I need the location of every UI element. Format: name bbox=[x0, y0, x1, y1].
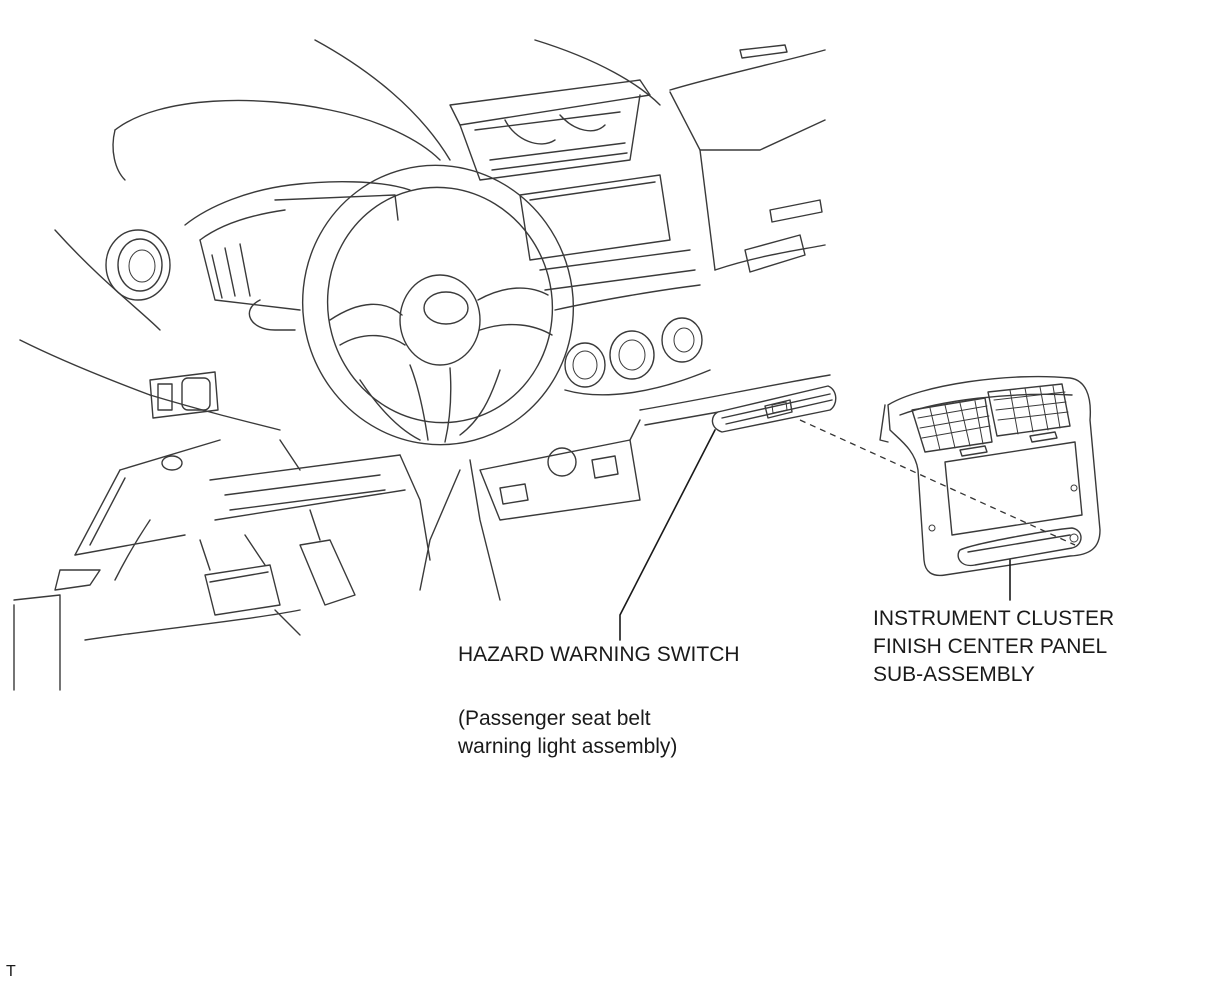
figure-code: T bbox=[6, 963, 16, 980]
center-panel-label-line-3: SUB-ASSEMBLY bbox=[873, 663, 1035, 686]
center-panel-label: INSTRUMENT CLUSTER FINISH CENTER PANEL S… bbox=[873, 605, 1114, 689]
hazard-switch-leader-line bbox=[619, 429, 716, 641]
dashboard-outline bbox=[19, 39, 831, 431]
center-air-vent bbox=[449, 79, 651, 181]
passenger-seat-belt-note: (Passenger seat belt warning light assem… bbox=[458, 705, 677, 761]
center-panel-label-line-1: INSTRUMENT CLUSTER bbox=[873, 607, 1115, 630]
mirror-switch bbox=[149, 371, 219, 419]
hazard-warning-switch-label: HAZARD WARNING SWITCH bbox=[458, 643, 740, 666]
passenger-note-line-1: (Passenger seat belt bbox=[458, 707, 651, 730]
pedals bbox=[199, 509, 356, 636]
left-air-vent bbox=[105, 229, 171, 301]
steering-wheel bbox=[301, 164, 575, 446]
passenger-note-line-2: warning light assembly) bbox=[458, 735, 678, 758]
center-panel-label-line-2: FINISH CENTER PANEL bbox=[873, 635, 1108, 658]
hazard-warning-switch-part bbox=[711, 385, 837, 433]
center-panel-part bbox=[879, 375, 1101, 577]
steering-column bbox=[13, 439, 461, 691]
climate-knobs bbox=[564, 317, 711, 396]
meter-hood bbox=[184, 181, 411, 331]
audio-unit bbox=[519, 174, 701, 311]
center-console bbox=[469, 419, 641, 601]
